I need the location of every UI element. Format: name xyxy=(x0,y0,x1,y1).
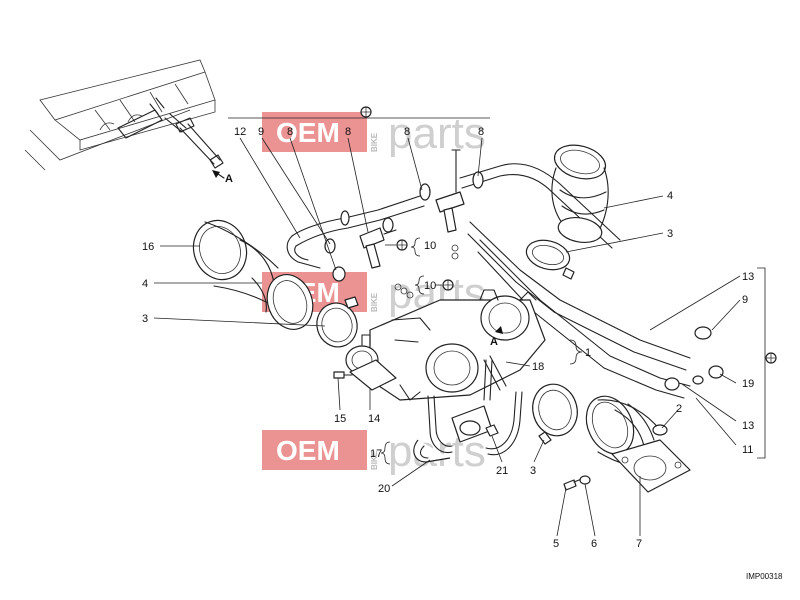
callout-19: 19 xyxy=(742,378,754,390)
callout-11: 11 xyxy=(742,444,753,456)
callout-labels: 12 9 8 8 8 8 4 3 16 4 3 10 10 13 9 19 13… xyxy=(142,126,754,550)
left-clamp-ring xyxy=(316,296,359,348)
callout-18: 18 xyxy=(532,361,544,373)
right-intake-duct xyxy=(551,144,609,244)
reference-arrow-a-body: A xyxy=(490,326,503,348)
watermark-oem-text: OEM xyxy=(276,435,340,466)
diagram-code: IMP00318 xyxy=(746,572,783,581)
callout-20: 20 xyxy=(378,483,390,495)
callout-3: 3 xyxy=(667,228,673,240)
callout-10: 10 xyxy=(424,280,436,292)
callout-1: 1 xyxy=(585,347,591,359)
washer-6 xyxy=(579,475,591,485)
watermark-bike-text: BIKE xyxy=(370,450,379,470)
reference-letter: A xyxy=(490,336,498,348)
callout-10: 10 xyxy=(424,240,436,252)
callout-7: 7 xyxy=(636,538,642,550)
brace-1 xyxy=(569,339,583,365)
callout-4: 4 xyxy=(667,190,673,202)
watermark-parts-text: parts xyxy=(388,109,486,158)
callout-12: 12 xyxy=(234,126,246,138)
callout-13: 13 xyxy=(742,420,754,432)
watermark-top: OEM BIKE parts xyxy=(262,109,486,158)
brace-10a xyxy=(410,237,421,257)
callout-8: 8 xyxy=(404,126,410,138)
callout-8: 8 xyxy=(287,126,293,138)
callout-8: 8 xyxy=(345,126,351,138)
reference-letter: A xyxy=(225,173,233,185)
leader-lines xyxy=(153,137,741,537)
t-fitting-left xyxy=(359,227,397,269)
watermark-oem-box xyxy=(262,430,367,470)
callout-2: 2 xyxy=(676,403,682,415)
callout-16: 16 xyxy=(142,241,154,253)
brace-17 xyxy=(380,441,391,465)
reference-arrow-a-top: A xyxy=(212,170,233,185)
watermark-bike-text: BIKE xyxy=(370,132,379,152)
torque-symbol-10a xyxy=(396,239,408,251)
callout-4: 4 xyxy=(142,278,148,290)
torque-symbol-top xyxy=(360,106,372,118)
right-clamp-ring xyxy=(525,239,575,280)
small-spring-clips xyxy=(394,244,459,299)
watermark-bike-text: BIKE xyxy=(370,292,379,312)
callout-5: 5 xyxy=(553,538,559,550)
watermark-oem-text: OEM xyxy=(276,117,340,148)
throttle-body xyxy=(369,289,546,401)
left-intake-duct xyxy=(192,219,314,330)
torque-symbol-right xyxy=(765,352,777,364)
callout-17: 17 xyxy=(370,448,382,460)
callout-21: 21 xyxy=(496,465,508,477)
callout-13: 13 xyxy=(742,271,754,283)
callout-6: 6 xyxy=(591,538,597,550)
callout-9: 9 xyxy=(742,294,748,306)
torque-symbol-10b xyxy=(442,279,454,291)
washer-2 xyxy=(652,424,668,436)
callout-14: 14 xyxy=(368,413,380,425)
screw-15 xyxy=(333,371,353,379)
brace-10b xyxy=(414,275,425,295)
callout-3: 3 xyxy=(142,313,148,325)
lower-clamp-ring xyxy=(532,383,578,445)
callout-8: 8 xyxy=(478,126,484,138)
lower-pipes xyxy=(413,359,523,463)
t-fitting-right xyxy=(435,149,465,233)
idle-actuator xyxy=(345,334,397,391)
callout-15: 15 xyxy=(334,413,346,425)
callout-9: 9 xyxy=(258,126,264,138)
airbox-sketch xyxy=(24,59,224,171)
flange-plate xyxy=(611,439,691,493)
group-bracket-right xyxy=(757,267,766,459)
callout-3: 3 xyxy=(530,465,536,477)
hose-clamps xyxy=(324,171,724,391)
